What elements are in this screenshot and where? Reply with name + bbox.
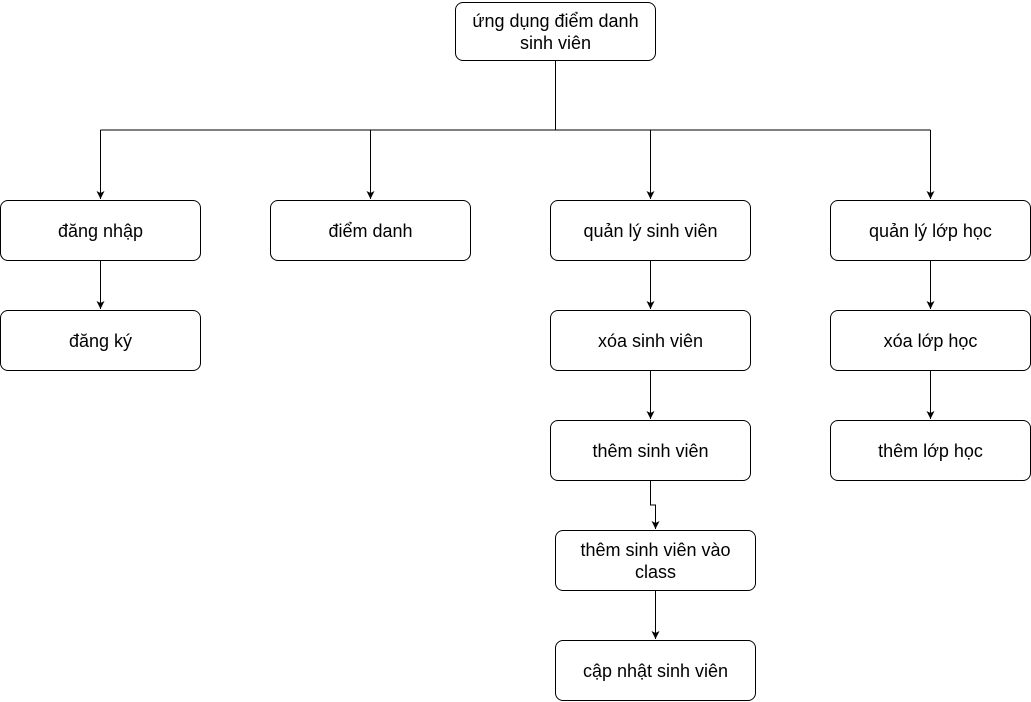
- node-root-app: ứng dụng điểm danh sinh viên: [455, 2, 656, 61]
- node-add-student-to-class: thêm sinh viên vào class: [555, 530, 756, 591]
- node-label: thêm lớp học: [878, 440, 983, 461]
- node-attendance: điểm danh: [270, 200, 471, 261]
- node-label: cập nhật sinh viên: [582, 660, 729, 681]
- node-label: quản lý lớp học: [869, 220, 992, 241]
- node-label: điểm danh: [328, 220, 413, 241]
- node-label: xóa lớp học: [883, 330, 978, 351]
- node-delete-class: xóa lớp học: [830, 310, 1031, 371]
- node-add-student: thêm sinh viên: [550, 420, 751, 481]
- node-label: thêm sinh viên vào class: [580, 539, 731, 582]
- node-register: đăng ký: [0, 310, 201, 371]
- node-label: quản lý sinh viên: [583, 220, 718, 241]
- node-manage-classes: quản lý lớp học: [830, 200, 1031, 261]
- node-add-class: thêm lớp học: [830, 420, 1031, 481]
- node-delete-student: xóa sinh viên: [550, 310, 751, 371]
- node-login: đăng nhập: [0, 200, 201, 261]
- node-manage-students: quản lý sinh viên: [550, 200, 751, 261]
- node-label: thêm sinh viên: [592, 440, 709, 461]
- node-label: xóa sinh viên: [597, 330, 704, 351]
- connector-add-student-to-class: [650, 481, 660, 529]
- node-update-student: cập nhật sinh viên: [555, 640, 756, 701]
- node-label: ứng dụng điểm danh sinh viên: [472, 10, 639, 53]
- node-label: đăng nhập: [57, 220, 144, 241]
- node-label: đăng ký: [68, 330, 133, 351]
